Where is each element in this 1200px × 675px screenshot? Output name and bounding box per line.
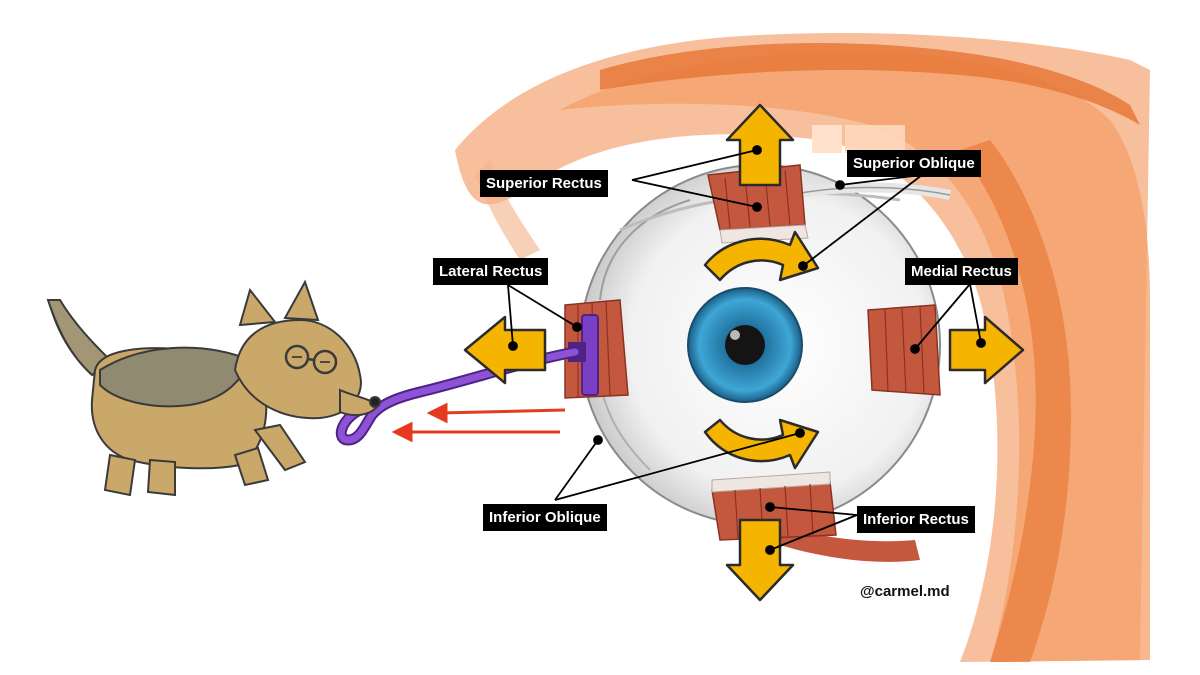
pull-motion-lines xyxy=(391,402,566,443)
leader-lines xyxy=(507,145,986,555)
label-lateral-rectus: Lateral Rectus xyxy=(433,258,549,285)
label-superior-rectus: Superior Rectus xyxy=(480,170,608,197)
label-inferior-rectus: Inferior Rectus xyxy=(857,506,975,533)
label-medial-rectus: Medial Rectus xyxy=(905,258,1018,285)
medial-rectus-muscle xyxy=(867,304,941,396)
arrow-rotate-top xyxy=(703,230,820,282)
label-superior-oblique: Superior Oblique xyxy=(847,150,981,177)
arrow-down xyxy=(725,518,795,602)
arrow-up xyxy=(725,103,795,187)
dog-illustration xyxy=(46,279,381,497)
arrow-right xyxy=(948,315,1025,385)
leash xyxy=(335,314,599,446)
artist-credit: @carmel.md xyxy=(860,583,950,600)
arrow-left xyxy=(463,315,547,385)
label-inferior-oblique: Inferior Oblique xyxy=(483,504,607,531)
iris xyxy=(687,287,803,403)
direction-arrows xyxy=(463,103,1025,602)
